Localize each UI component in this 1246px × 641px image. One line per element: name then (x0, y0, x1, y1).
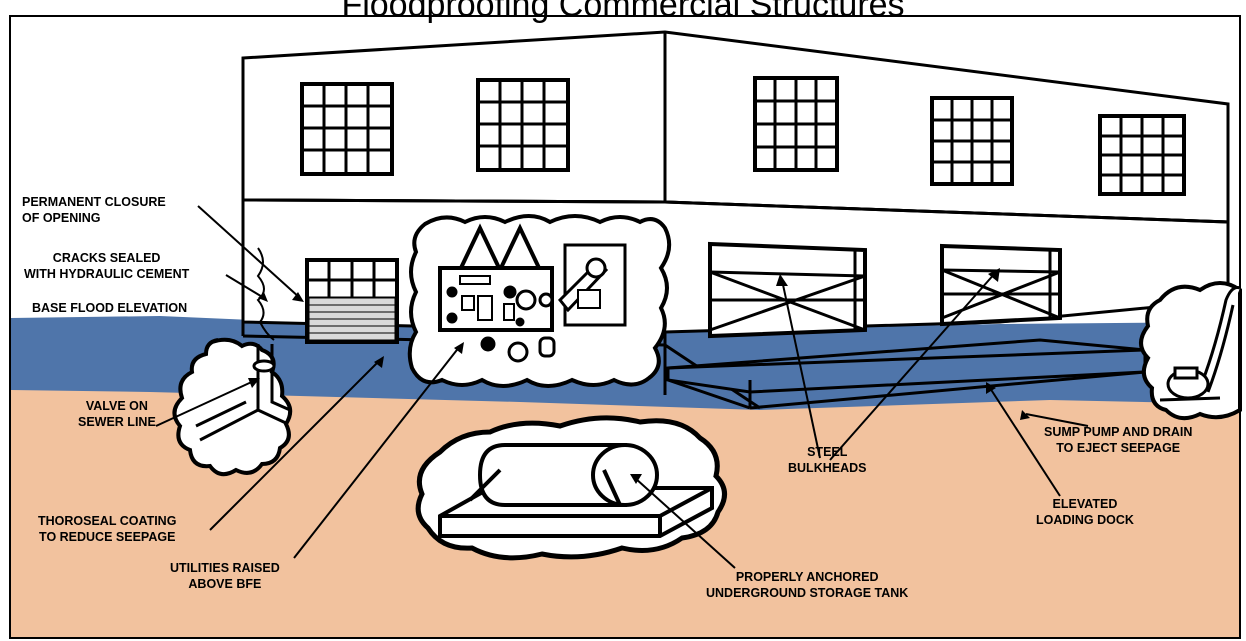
upper-window (753, 76, 839, 172)
crack-line (256, 247, 275, 341)
sealed-window (305, 258, 399, 344)
upper-window (930, 96, 1014, 186)
diagram-title: Floodproofing Commercial Structures (341, 0, 905, 24)
floor-divider-right (664, 200, 1229, 224)
sewer-pipe (195, 344, 291, 442)
arrow-heads (248, 268, 1030, 484)
upper-window (1098, 114, 1186, 196)
utility-equipment (438, 223, 627, 363)
steel-bulkhead (708, 241, 867, 339)
sump-pump-cutaway (1139, 281, 1242, 421)
floor-divider (242, 198, 666, 204)
loading-dock (666, 338, 1147, 410)
sump-pump (1159, 286, 1241, 402)
label-base-flood-elevation: BASE FLOOD ELEVATION (32, 301, 188, 315)
leader-lines (155, 205, 1089, 569)
steel-bulkhead (940, 243, 1062, 327)
upper-window (300, 82, 394, 176)
storage-tank (438, 443, 714, 538)
upper-window (476, 78, 570, 172)
